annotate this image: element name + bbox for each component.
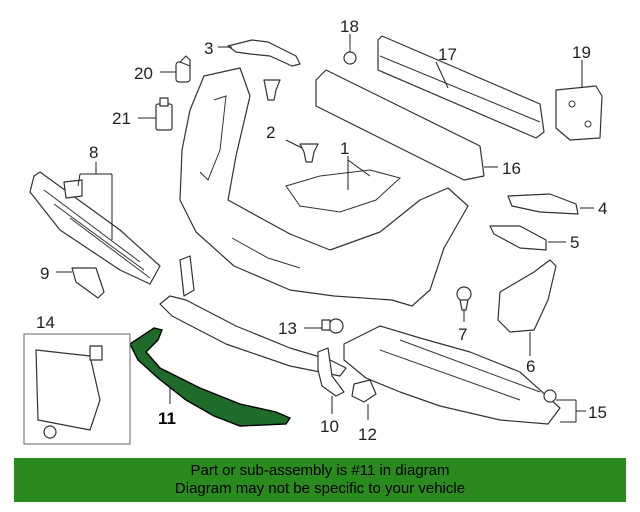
- part-9-cover[interactable]: [71, 267, 105, 299]
- callout-16: 16: [502, 159, 521, 178]
- part-3-bracket[interactable]: [227, 39, 301, 67]
- callout-7: 7: [458, 325, 467, 344]
- part-4-bracket[interactable]: [507, 193, 579, 215]
- part-grille[interactable]: [29, 171, 161, 285]
- callout-15: 15: [588, 403, 607, 422]
- part-17-reinforcement[interactable]: [377, 35, 545, 139]
- callout-8: 8: [89, 143, 98, 162]
- banner-line-1: Part or sub-assembly is #11 in diagram: [190, 462, 450, 479]
- part-1-bumper-cover[interactable]: [179, 67, 469, 307]
- part-5-bracket[interactable]: [489, 225, 547, 251]
- part-16-absorber[interactable]: [315, 69, 485, 181]
- part-13-clip[interactable]: [321, 318, 344, 334]
- part-20-connector[interactable]: [175, 55, 191, 83]
- callout-18: 18: [340, 17, 359, 36]
- callout-11: 11: [158, 409, 176, 428]
- part-11-highlighted[interactable]: [129, 327, 292, 427]
- part-12-clip[interactable]: [351, 379, 377, 403]
- callout-1: 1: [340, 139, 349, 158]
- callout-12: 12: [358, 425, 377, 444]
- callout-14: 14: [36, 313, 55, 332]
- part-7-clip[interactable]: [456, 286, 472, 311]
- callout-10: 10: [320, 417, 339, 436]
- callout-2: 2: [266, 123, 275, 142]
- part-6-support[interactable]: [497, 259, 557, 333]
- callout-19: 19: [572, 43, 591, 62]
- callout-4: 4: [598, 199, 607, 218]
- part-lower-lip[interactable]: [159, 255, 347, 377]
- callout-5: 5: [570, 233, 579, 252]
- callout-20: 20: [134, 64, 153, 83]
- callout-21: 21: [112, 109, 131, 128]
- part-8-bracket[interactable]: [63, 179, 83, 199]
- part-clip-upper[interactable]: [263, 79, 281, 101]
- part-15-undercover[interactable]: [343, 325, 561, 425]
- part-2-clip[interactable]: [299, 143, 319, 163]
- part-10-bracket[interactable]: [317, 347, 345, 397]
- banner-line-2: Diagram may not be specific to your vehi…: [174, 480, 466, 497]
- part-14-plate-bracket[interactable]: [23, 333, 131, 445]
- notice-banner: Part or sub-assembly is #11 in diagram D…: [14, 458, 626, 502]
- callout-6: 6: [526, 357, 535, 376]
- callout-13: 13: [278, 319, 297, 338]
- part-21-sensor[interactable]: [155, 97, 173, 131]
- callout-9: 9: [40, 264, 49, 283]
- part-19-bracket[interactable]: [555, 85, 603, 141]
- callout-3: 3: [204, 39, 213, 58]
- callout-17: 17: [438, 45, 457, 64]
- part-18-bolt[interactable]: [343, 44, 357, 65]
